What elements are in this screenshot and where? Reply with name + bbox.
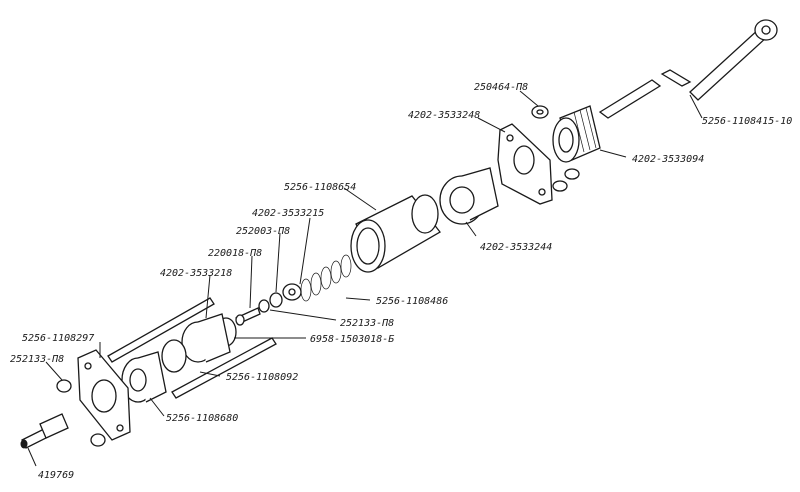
piston-part: [439, 167, 499, 225]
threaded-bushing-part: [552, 105, 601, 163]
nuts-left-part: [56, 379, 106, 447]
label-5256-1108654: 5256-1108654: [284, 182, 356, 193]
label-5256-1108092: 5256-1108092: [226, 372, 298, 383]
piston-rings-part: [161, 313, 237, 373]
label-252133-left: 252133-П8: [10, 354, 64, 365]
label-4202-3533244: 4202-3533244: [480, 242, 552, 253]
nuts-right-part: [552, 168, 580, 192]
cylinder-part: [350, 194, 441, 273]
label-250464: 250464-П8: [474, 82, 528, 93]
label-4202-3533215: 4202-3533215: [252, 208, 324, 219]
label-5256-1108415-10: 5256-1108415-10: [702, 116, 792, 127]
label-5256-1108486: 5256-1108486: [376, 296, 448, 307]
label-5256-1108297: 5256-1108297: [22, 333, 94, 344]
label-5256-1108680: 5256-1108680: [166, 413, 238, 424]
label-252003: 252003-П8: [236, 226, 290, 237]
small-bolt-part: [235, 307, 261, 326]
label-6958-1503018: 6958-1503018-Б: [310, 334, 394, 345]
washers-part: [258, 283, 302, 313]
nut-top-part: [531, 105, 549, 119]
spring-part: [300, 254, 352, 302]
flange-top-part: [497, 123, 553, 205]
label-419769: 419769: [38, 470, 74, 481]
end-cap-part: [121, 351, 167, 403]
leader-lines: [27, 90, 703, 467]
fitting-part: [20, 413, 69, 449]
flange-bottom-part: [77, 349, 131, 441]
studs-part: [107, 297, 277, 399]
rod-part: [689, 19, 778, 101]
label-4202-3533094: 4202-3533094: [632, 154, 704, 165]
label-4202-3533218: 4202-3533218: [160, 268, 232, 279]
label-4202-3533248: 4202-3533248: [408, 110, 480, 121]
rod-segment-part: [598, 69, 692, 119]
label-220018: 220018-П8: [208, 248, 262, 259]
label-252133-top: 252133-П8: [340, 318, 394, 329]
